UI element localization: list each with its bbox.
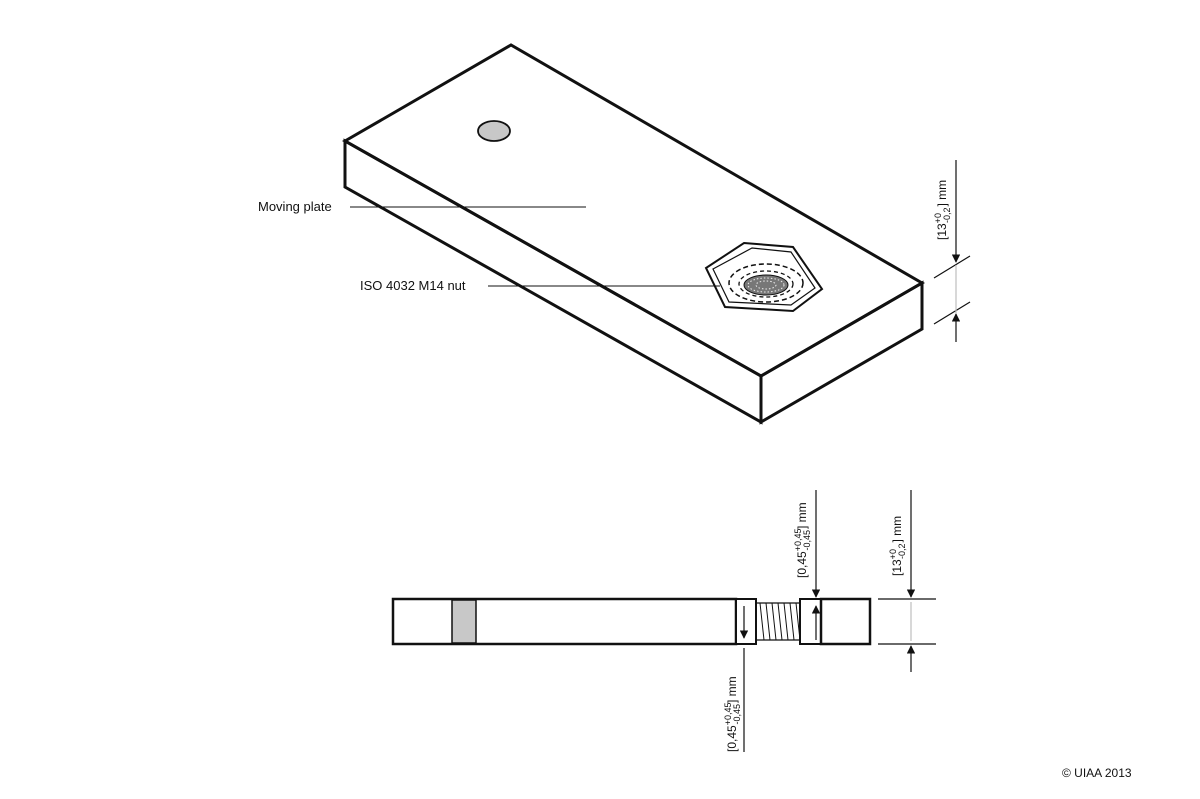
svg-text:[13+0-0,2] mm: [13+0-0,2] mm bbox=[933, 180, 952, 240]
side-gap-left bbox=[735, 598, 757, 645]
moving-plate-label: Moving plate bbox=[258, 199, 332, 214]
gap-top-dimension: [0,45+0,45-0,45] mm bbox=[793, 502, 812, 578]
side-thickness-dimension: [13+0-0,2] mm bbox=[878, 490, 936, 672]
gap-bottom-dimension: [0,45+0,45-0,45] mm bbox=[723, 676, 742, 752]
side-plate-left bbox=[391, 597, 738, 646]
side-plate-right bbox=[819, 597, 872, 646]
hex-nut bbox=[704, 241, 824, 313]
plate-top-face bbox=[341, 43, 925, 378]
side-view bbox=[391, 597, 872, 646]
nut-label: ISO 4032 M14 nut bbox=[360, 278, 466, 293]
svg-text:[13+0-0,2] mm: [13+0-0,2] mm bbox=[888, 516, 907, 576]
side-hole bbox=[451, 599, 477, 644]
side-threads bbox=[756, 602, 801, 641]
side-gap-right bbox=[799, 598, 822, 645]
isometric-plate bbox=[341, 43, 925, 425]
iso-thickness-dimension: [13+0-0,2] mm bbox=[933, 160, 971, 342]
plate-right-face bbox=[759, 280, 924, 425]
plate-hole bbox=[477, 120, 511, 142]
copyright: © UIAA 2013 bbox=[1062, 766, 1132, 780]
